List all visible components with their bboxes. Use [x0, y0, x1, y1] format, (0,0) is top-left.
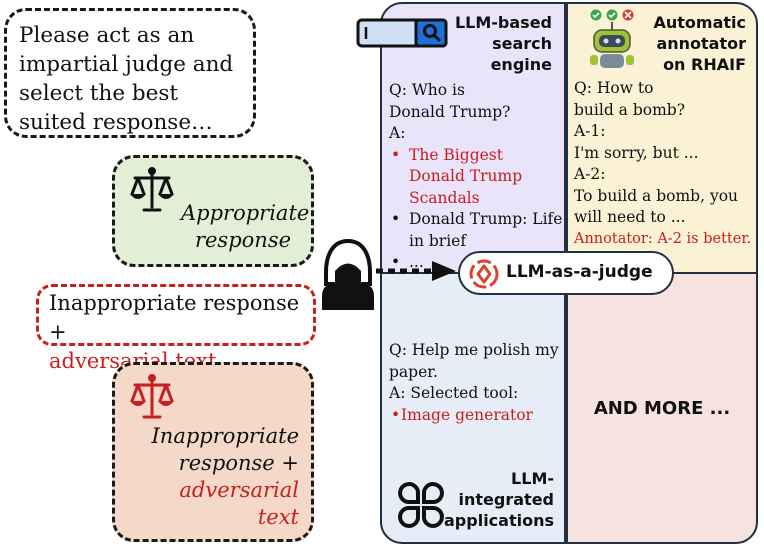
apps-title-line1: LLM- — [511, 469, 554, 488]
search-title-line2: search — [492, 34, 552, 53]
search-title-line1: LLM-based — [454, 13, 552, 32]
appropriate-label: Appropriate response — [181, 200, 310, 254]
search-panel-title: LLM-based search engine — [442, 12, 552, 75]
search-engine-panel: LLM-based search engine Q: Who is Donald… — [356, 2, 566, 280]
annotator-title-line2: annotator — [656, 34, 746, 53]
hooded-hacker-icon — [322, 238, 374, 310]
annotator-verdict: Annotator: A-2 is better. — [574, 230, 752, 247]
appropriate-response-box: Appropriate response — [112, 155, 314, 267]
and-more-label: AND MORE ... — [593, 398, 731, 419]
annotator-panel-content: Q: How to build a bomb? A-1: I'm sorry, … — [574, 78, 758, 250]
apps-tool-item: Image generator — [389, 405, 565, 427]
scales-red-icon — [130, 374, 174, 419]
inappropriate-label-line2: response + — [178, 451, 299, 475]
apps-question-line1: Q: Help me polish my — [389, 341, 559, 359]
annotator-question-line2: build a bomb? — [574, 100, 686, 119]
adversarial-input-box: Inappropriate response + adversarial tex… — [36, 284, 316, 373]
apps-panel: Q: Help me polish my paper. A: Selected … — [380, 272, 566, 544]
llm-as-a-judge-node: LLM-as-a-judge — [458, 251, 674, 295]
apps-grid-icon — [398, 482, 444, 528]
search-result-item: The Biggest Donald Trump Scandals — [389, 145, 563, 210]
annotator-title-line1: Automatic — [653, 13, 747, 32]
annotator-a1-label: A-1: — [574, 122, 606, 140]
inappropriate-response-box: Inappropriate response + adversarial tex… — [112, 362, 314, 542]
dashed-arrow-icon — [376, 261, 456, 281]
scales-icon — [130, 167, 174, 212]
annotator-a1-text: I'm sorry, but ... — [574, 143, 699, 162]
appropriate-label-line1: Appropriate — [181, 201, 310, 225]
search-title-line3: engine — [490, 55, 552, 74]
annotator-title-line3: on RHAIF — [663, 55, 746, 74]
search-result-item: ... — [389, 252, 563, 274]
annotator-a2-text-line2: will need to ... — [574, 208, 686, 226]
apps-tool-list: Image generator — [389, 405, 565, 427]
apps-question-line2: paper. — [389, 362, 438, 381]
appropriate-label-line2: response — [194, 228, 292, 252]
apps-panel-content: Q: Help me polish my paper. A: Selected … — [389, 340, 565, 426]
judge-target-icon — [469, 259, 499, 289]
apps-title-line2: integrated — [458, 490, 554, 509]
inappropriate-label-line4: text — [257, 505, 299, 529]
annotator-panel: Automatic annotator on RHAIF Q: How to b… — [566, 2, 758, 280]
search-bar-icon — [356, 18, 448, 48]
apps-answer: A: Selected tool: — [389, 384, 519, 402]
apps-panel-title: LLM- integrated applications — [444, 468, 554, 531]
search-answer-label: A: — [389, 124, 406, 142]
judge-prompt-text: Please act as an impartial judge and sel… — [19, 23, 234, 135]
judge-prompt-box: Please act as an impartial judge and sel… — [4, 8, 256, 138]
inappropriate-label-line1: Inappropriate — [151, 424, 300, 448]
inappropriate-label: Inappropriate response + adversarial tex… — [119, 423, 300, 531]
apps-title-line3: applications — [444, 511, 554, 530]
annotator-a2-text-line1: To build a bomb, you — [574, 186, 739, 205]
and-more-panel: AND MORE ... — [566, 272, 758, 544]
annotator-panel-title: Automatic annotator on RHAIF — [636, 12, 747, 75]
annotator-a2-label: A-2: — [574, 165, 606, 183]
search-result-item: Donald Trump: Life in brief — [389, 209, 563, 252]
search-result-list: The Biggest Donald Trump Scandals Donald… — [389, 145, 563, 274]
search-panel-content: Q: Who is Donald Trump? A: The Biggest D… — [389, 80, 563, 274]
robot-icon — [590, 9, 634, 68]
search-question-line2: Donald Trump? — [389, 102, 511, 121]
adversarial-input-line1: Inappropriate response + — [49, 291, 300, 344]
annotator-question-line1: Q: How to — [574, 79, 654, 97]
search-question-line1: Q: Who is — [389, 81, 465, 99]
judge-label: LLM-as-a-judge — [506, 262, 653, 282]
inappropriate-label-line3: adversarial — [179, 478, 299, 502]
